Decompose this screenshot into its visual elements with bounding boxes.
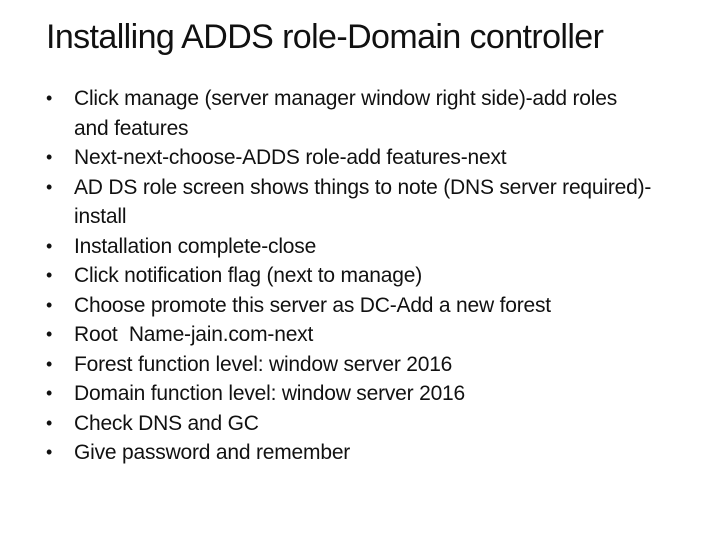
bullet-text: Domain function level: window server 201… [74,382,466,405]
bullet-text: AD DS role screen shows things to note (… [74,175,652,229]
bullet-marker-icon: • [46,147,53,167]
bullet-item: • Forest function level: window server 20… [46,350,656,380]
bullet-marker-icon: • [46,353,53,374]
bullet-item: • Choose promote this server as DC-Add a … [46,291,656,321]
bullet-text: Installation complete-close [74,234,317,258]
bullet-marker-icon: • [46,265,53,285]
bullet-item: • Give password and remember [46,438,656,468]
bullet-marker-icon: • [46,235,53,256]
bullet-text: Check DNS and GC [74,411,259,435]
bullet-item: • Check DNS and GC [46,409,656,439]
bullet-item: • Click notification flag (next to manage… [46,261,656,291]
bullet-marker-icon: • [46,88,53,108]
bullet-item: • Root Name-jain.com-next [46,320,656,350]
bullet-marker-icon: • [46,383,53,403]
bullet-text: Root Name-jain.com-next [74,323,314,346]
bullet-marker-icon: • [46,176,53,197]
bullet-item: • Next-next-choose-ADDS role-add features… [46,143,656,173]
bullet-marker-icon: • [46,442,53,462]
bullet-text: Choose promote this server as DC-Add a n… [74,293,551,317]
bullet-list: • Click manage (server manager window rig… [46,84,656,468]
bullet-text: Next-next-choose-ADDS role-add features-… [74,146,507,169]
bullet-marker-icon: • [46,412,53,433]
bullet-item: • Click manage (server manager window rig… [46,84,656,143]
bullet-item: • Installation complete-close [46,232,656,262]
bullet-text: Forest function level: window server 201… [74,352,453,376]
slide-title: Installing ADDS role-Domain controller [46,18,604,56]
bullet-text: Click manage (server manager window righ… [74,87,623,140]
bullet-item: • AD DS role screen shows things to note … [46,173,656,232]
bullet-marker-icon: • [46,324,53,344]
bullet-marker-icon: • [46,294,53,315]
bullet-text: Give password and remember [74,441,351,464]
bullet-item: • Domain function level: window server 20… [46,379,656,409]
bullet-text: Click notification flag (next to manage) [74,264,423,287]
